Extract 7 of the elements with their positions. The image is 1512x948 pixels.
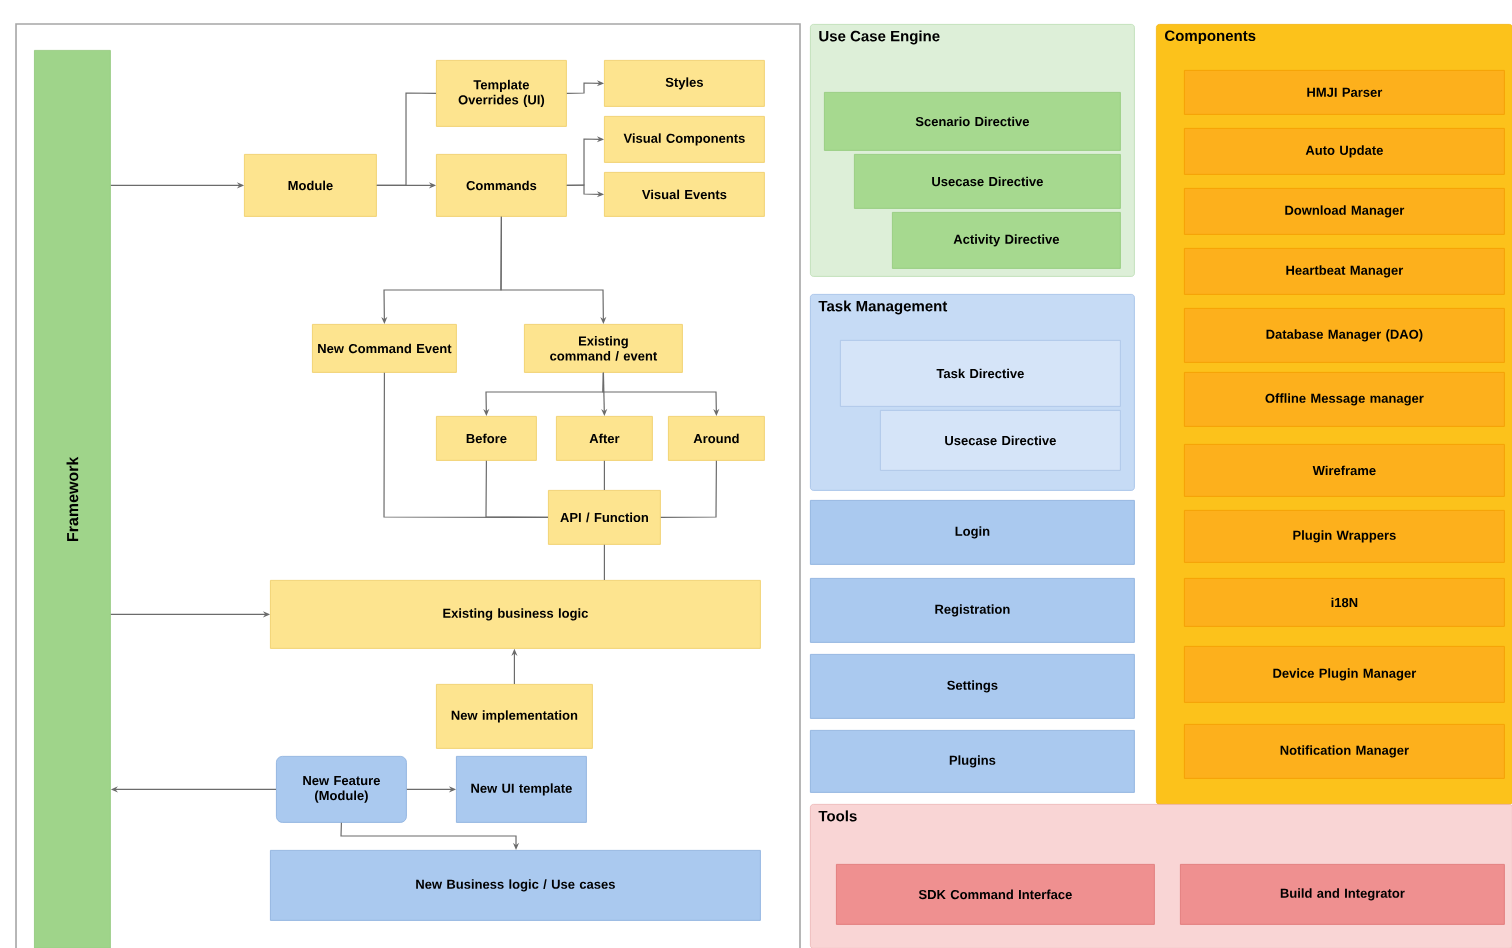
arrow (602, 372, 720, 416)
arrow (485, 460, 549, 518)
arrow (660, 460, 717, 518)
arrow (500, 216, 607, 324)
arrow (340, 822, 520, 850)
arrow (566, 80, 604, 94)
framework-bar: Framework (34, 50, 111, 948)
